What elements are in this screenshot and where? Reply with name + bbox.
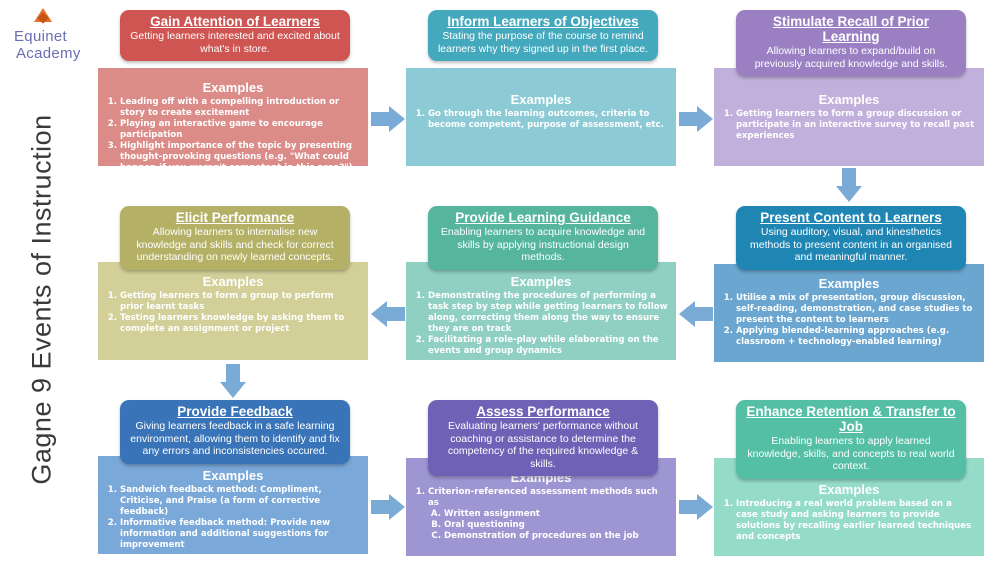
example-item: Applying blended-learning approaches (e.… bbox=[736, 326, 976, 348]
sub-example-item: Demonstration of procedures on the job bbox=[444, 531, 668, 542]
example-item: Getting learners to form a group to perf… bbox=[120, 291, 360, 313]
example-item: Utilise a mix of presentation, group dis… bbox=[736, 293, 976, 326]
example-item: Introducing a real world problem based o… bbox=[736, 499, 976, 543]
examples-box: ExamplesDemonstrating the procedures of … bbox=[406, 262, 676, 360]
examples-heading: Examples bbox=[818, 92, 880, 107]
event-description: Giving learners feedback in a safe learn… bbox=[130, 420, 340, 457]
arrow-right-icon bbox=[371, 494, 405, 520]
examples-list: Getting learners to form a group discuss… bbox=[722, 109, 976, 142]
examples-box: ExamplesLeading off with a compelling in… bbox=[98, 68, 368, 173]
examples-heading: Examples bbox=[510, 274, 572, 289]
event-description: Allowing learners to internalise new kno… bbox=[136, 226, 334, 263]
examples-list: Sandwich feedback method: Compliment, Cr… bbox=[106, 485, 360, 551]
event-title: Enhance Retention & Transfer to Job bbox=[746, 404, 956, 434]
examples-box: ExamplesGetting learners to form a group… bbox=[98, 262, 368, 360]
arrow-right-icon bbox=[371, 106, 405, 132]
event-title: Gain Attention of Learners bbox=[150, 14, 320, 29]
examples-heading: Examples bbox=[202, 80, 264, 95]
examples-list: Demonstrating the procedures of performi… bbox=[414, 291, 668, 357]
examples-list: Utilise a mix of presentation, group dis… bbox=[722, 293, 976, 348]
arrow-right-icon bbox=[679, 494, 713, 520]
sub-examples-list: Written assignmentOral questioningDemons… bbox=[414, 509, 668, 542]
event-description: Enabling learners to acquire knowledge a… bbox=[440, 226, 646, 263]
example-item: Demonstrating the procedures of performi… bbox=[428, 291, 668, 335]
arrow-right-icon bbox=[679, 106, 713, 132]
arrow-down-icon bbox=[220, 364, 246, 398]
event-title: Provide Learning Guidance bbox=[455, 210, 631, 225]
event-description: Getting learners interested and excited … bbox=[130, 30, 340, 55]
example-item: Facilitating a role-play while elaborati… bbox=[428, 335, 668, 357]
sub-example-item: Oral questioning bbox=[444, 520, 668, 531]
examples-list: Criterion-referenced assessment methods … bbox=[414, 487, 668, 509]
event-description: Using auditory, visual, and kinesthetics… bbox=[750, 226, 952, 263]
example-item: Highlight importance of the topic by pre… bbox=[120, 141, 360, 174]
examples-box: Examples Go through the learning outcomes… bbox=[406, 68, 676, 166]
example-item: Playing an interactive game to encourage… bbox=[120, 119, 360, 141]
examples-box: ExamplesGetting learners to form a group… bbox=[714, 68, 984, 166]
equinet-academy-logo: Equinet Academy bbox=[8, 6, 88, 66]
example-item: Informative feedback method: Provide new… bbox=[120, 518, 360, 551]
examples-list: Introducing a real world problem based o… bbox=[722, 499, 976, 543]
examples-box: ExamplesUtilise a mix of presentation, g… bbox=[714, 264, 984, 362]
example-item: Go through the learning outcomes, criter… bbox=[428, 109, 668, 131]
examples-heading: Examples bbox=[202, 468, 264, 483]
logo-text-line2: Academy bbox=[16, 45, 81, 62]
event-title: Stimulate Recall of Prior Learning bbox=[772, 14, 930, 44]
logo-text-line1: Equinet bbox=[14, 28, 67, 45]
arrow-left-icon bbox=[679, 301, 713, 327]
sub-example-item: Written assignment bbox=[444, 509, 668, 520]
side-title: Gagne 9 Events of Instruction bbox=[26, 114, 57, 485]
example-item: Getting learners to form a group discuss… bbox=[736, 109, 976, 142]
example-item: Criterion-referenced assessment methods … bbox=[428, 487, 668, 509]
examples-list: Go through the learning outcomes, criter… bbox=[414, 109, 668, 131]
event-title: Provide Feedback bbox=[177, 404, 293, 419]
event-title: Present Content to Learners bbox=[760, 210, 942, 225]
arrow-down-icon bbox=[836, 168, 862, 202]
example-item: Sandwich feedback method: Compliment, Cr… bbox=[120, 485, 360, 518]
event-description: Allowing learners to expand/build on pre… bbox=[754, 45, 948, 70]
event-description: Enabling learners to apply learned knowl… bbox=[747, 435, 955, 472]
event-title: Inform Learners of Objectives bbox=[447, 14, 639, 29]
examples-heading: Examples bbox=[818, 482, 880, 497]
examples-box: ExamplesSandwich feedback method: Compli… bbox=[98, 456, 368, 554]
event-title: Elicit Performance bbox=[175, 210, 295, 225]
examples-list: Leading off with a compelling introducti… bbox=[106, 97, 360, 174]
example-item: Leading off with a compelling introducti… bbox=[120, 97, 360, 119]
event-description: Stating the purpose of the course to rem… bbox=[437, 30, 649, 55]
examples-heading: Examples bbox=[510, 92, 572, 107]
event-title: Assess Performance bbox=[476, 404, 610, 419]
examples-heading: Examples bbox=[818, 276, 880, 291]
arrow-left-icon bbox=[371, 301, 405, 327]
examples-heading: Examples bbox=[202, 274, 264, 289]
examples-list: Getting learners to form a group to perf… bbox=[106, 291, 360, 335]
event-description: Evaluating learners' performance without… bbox=[447, 420, 639, 470]
example-item: Testing learners knowledge by asking the… bbox=[120, 313, 360, 335]
